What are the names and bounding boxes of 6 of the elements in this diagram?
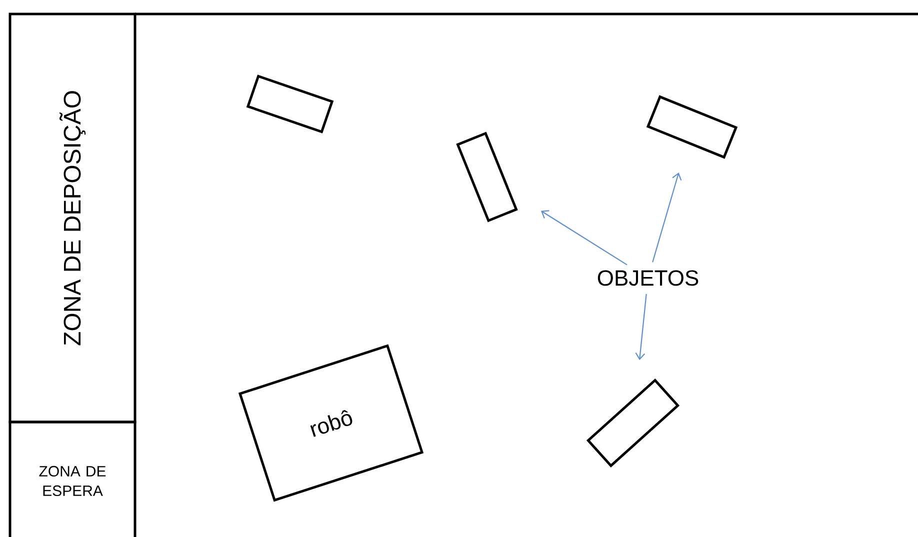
arrow [540,210,628,266]
arrow [635,294,647,360]
zone-box: ZONA DE ESPERA [8,420,136,537]
zone-box: ZONA DE DEPOSIÇÃO [8,12,136,424]
objects-label: OBJETOS [598,270,698,286]
arrow [652,172,682,262]
